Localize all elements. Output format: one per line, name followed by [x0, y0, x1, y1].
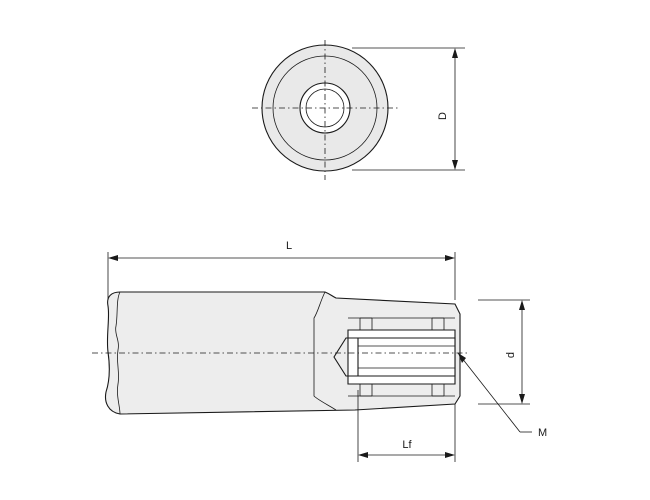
dimension-Lf: Lf: [357, 390, 456, 462]
dimension-d: d: [478, 299, 530, 405]
end-cap-curve: [115, 291, 121, 415]
label-d: d: [505, 352, 517, 358]
bore: [357, 337, 456, 377]
label-D: D: [437, 112, 449, 120]
end-view: [252, 40, 400, 180]
side-view: [92, 291, 470, 415]
shoulder-step: [313, 291, 337, 411]
label-M: M: [538, 427, 547, 439]
label-L: L: [286, 240, 292, 252]
dimension-L: L: [107, 240, 456, 300]
insert-grooves: [348, 317, 455, 397]
label-Lf: Lf: [402, 439, 412, 451]
drill-tip: [333, 337, 358, 377]
dimension-D: D: [352, 47, 465, 171]
leader-M: M: [457, 352, 547, 439]
